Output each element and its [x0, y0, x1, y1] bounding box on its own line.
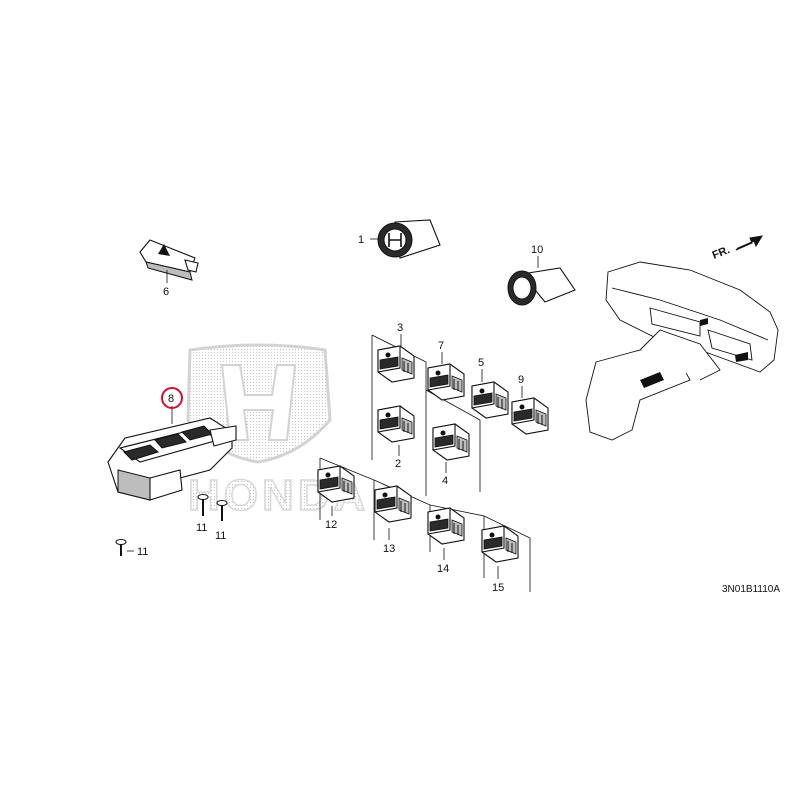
- fr-arrow-icon: [735, 235, 763, 251]
- switch-part-3: [377, 345, 415, 383]
- callout-15: 15: [492, 582, 504, 594]
- part-11-screw-b: [216, 500, 228, 521]
- part-6-hazard-switch: [139, 239, 199, 283]
- part-8-window-master-switch: [107, 406, 237, 501]
- callout-13: 13: [383, 543, 395, 555]
- callout-12: 12: [325, 519, 337, 531]
- switch-part-4: [432, 423, 470, 461]
- switch-part-2: [377, 405, 415, 443]
- part-11-screw-a: [197, 494, 209, 516]
- part-10-push-button: [507, 256, 576, 306]
- switch-part-14: [427, 507, 465, 545]
- callout-9: 9: [518, 374, 524, 386]
- callout-leaders: [331, 334, 523, 579]
- switch-part-13: [374, 485, 412, 523]
- part-11-screw-c: [115, 539, 134, 556]
- front-direction-indicator: FR.: [711, 235, 763, 262]
- callout-8: 8: [168, 393, 174, 405]
- switch-group: [317, 345, 549, 563]
- callout-11-b: 11: [215, 530, 226, 542]
- callout-6: 6: [163, 286, 169, 298]
- switch-part-12: [317, 465, 355, 503]
- switch-part-9: [511, 397, 549, 435]
- callout-11-a: 11: [196, 522, 207, 534]
- honda-watermark-text: HONDA: [188, 471, 369, 520]
- callout-3: 3: [397, 322, 403, 334]
- fr-label: FR.: [711, 244, 732, 262]
- callout-2: 2: [395, 458, 401, 470]
- callout-4: 4: [442, 475, 448, 487]
- callout-11-c: 11: [137, 546, 148, 558]
- dashboard-location-view: [585, 261, 779, 441]
- callout-8-highlight-ring: [161, 387, 183, 409]
- callout-7: 7: [438, 340, 444, 352]
- callout-10: 10: [531, 244, 543, 256]
- switch-part-7: [427, 363, 465, 401]
- diagram-code: 3N01B1110A: [722, 584, 780, 595]
- callout-14: 14: [437, 563, 449, 575]
- part-1-rotary-knob: [370, 219, 441, 259]
- switch-part-5: [471, 381, 509, 419]
- callout-5: 5: [478, 357, 484, 369]
- callout-1: 1: [358, 234, 364, 246]
- switch-part-15: [481, 525, 519, 563]
